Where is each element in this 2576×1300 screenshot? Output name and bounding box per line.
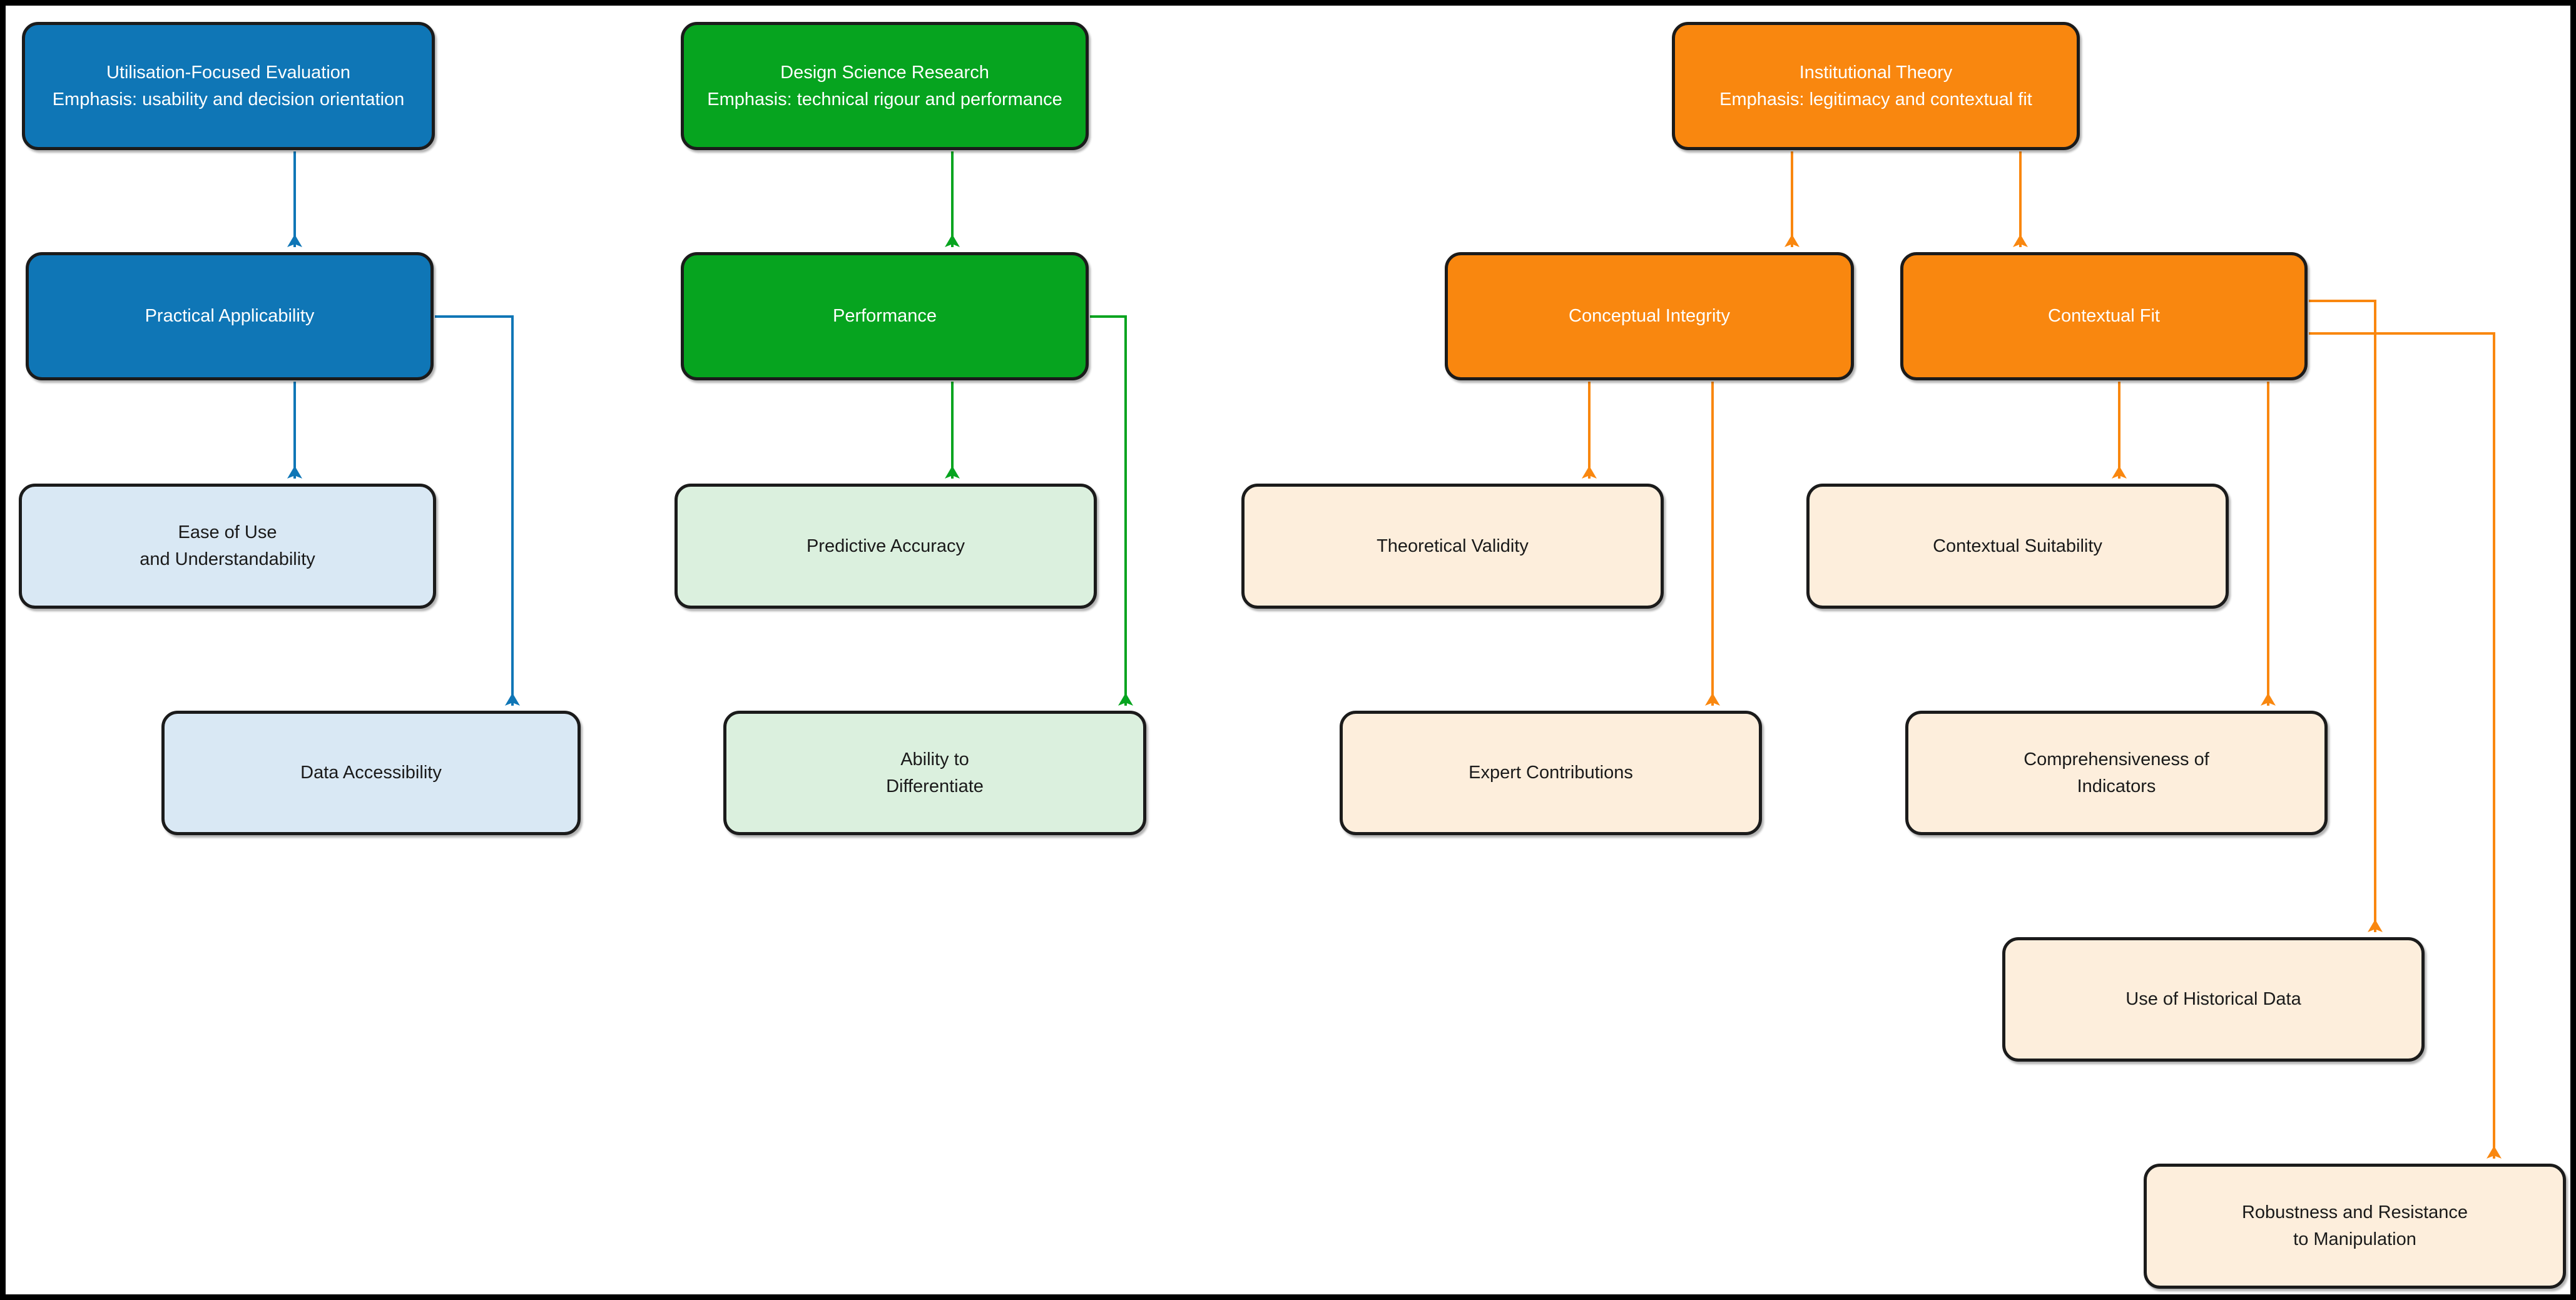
node-comprehensiveness-of-indicators-line-0: Comprehensiveness of bbox=[2024, 749, 2209, 769]
node-contextual-fit: Contextual Fit bbox=[1900, 252, 2308, 380]
node-ability-to-differentiate-label: Ability to Differentiate bbox=[735, 746, 1134, 800]
node-design-science-research-line-0: Design Science Research bbox=[780, 62, 989, 83]
node-contextual-fit-label: Contextual Fit bbox=[1912, 303, 2296, 330]
node-predictive-accuracy-line-0: Predictive Accuracy bbox=[806, 536, 965, 556]
node-utilisation-focused-evaluation-line-1: Emphasis: usability and decision orienta… bbox=[52, 89, 405, 109]
node-data-accessibility: Data Accessibility bbox=[161, 711, 581, 835]
node-data-accessibility-line-0: Data Accessibility bbox=[300, 763, 442, 783]
node-use-of-historical-data-label: Use of Historical Data bbox=[2014, 986, 2413, 1013]
node-contextual-suitability-line-0: Contextual Suitability bbox=[1933, 536, 2102, 556]
node-theoretical-validity: Theoretical Validity bbox=[1241, 484, 1664, 609]
node-data-accessibility-label: Data Accessibility bbox=[173, 759, 569, 786]
node-practical-applicability-line-0: Practical Applicability bbox=[145, 306, 315, 327]
node-comprehensiveness-of-indicators: Comprehensiveness of Indicators bbox=[1905, 711, 2328, 835]
node-predictive-accuracy: Predictive Accuracy bbox=[675, 484, 1097, 609]
node-conceptual-integrity-line-0: Conceptual Integrity bbox=[1569, 306, 1730, 327]
node-ability-to-differentiate-line-1: Differentiate bbox=[886, 776, 984, 796]
node-predictive-accuracy-label: Predictive Accuracy bbox=[686, 533, 1085, 560]
node-ability-to-differentiate: Ability to Differentiate bbox=[723, 711, 1146, 835]
node-contextual-suitability: Contextual Suitability bbox=[1806, 484, 2229, 609]
node-conceptual-integrity-label: Conceptual Integrity bbox=[1457, 303, 1842, 330]
node-conceptual-integrity: Conceptual Integrity bbox=[1445, 252, 1854, 380]
node-practical-applicability: Practical Applicability bbox=[26, 252, 434, 380]
node-robustness-and-resistance-to-manipulation-label: Robustness and Resistance to Manipulation bbox=[2156, 1199, 2554, 1253]
node-utilisation-focused-evaluation-line-0: Utilisation-Focused Evaluation bbox=[106, 62, 351, 83]
node-theoretical-validity-line-0: Theoretical Validity bbox=[1377, 536, 1529, 556]
node-contextual-fit-line-0: Contextual Fit bbox=[2048, 306, 2160, 327]
node-ease-of-use-and-understandability-line-0: Ease of Use bbox=[178, 522, 277, 543]
node-ease-of-use-and-understandability-line-1: and Understandability bbox=[140, 549, 315, 569]
node-contextual-suitability-label: Contextual Suitability bbox=[1818, 533, 2217, 560]
node-institutional-theory-line-1: Emphasis: legitimacy and contextual fit bbox=[1719, 89, 2032, 109]
node-ease-of-use-and-understandability-label: Ease of Use and Understandability bbox=[31, 519, 424, 573]
node-theoretical-validity-label: Theoretical Validity bbox=[1253, 533, 1652, 560]
node-performance-label: Performance bbox=[693, 303, 1077, 330]
node-ease-of-use-and-understandability: Ease of Use and Understandability bbox=[19, 484, 436, 609]
node-comprehensiveness-of-indicators-line-1: Indicators bbox=[2077, 776, 2156, 796]
node-practical-applicability-label: Practical Applicability bbox=[38, 303, 422, 330]
node-use-of-historical-data: Use of Historical Data bbox=[2002, 937, 2425, 1062]
node-performance: Performance bbox=[681, 252, 1089, 380]
node-robustness-and-resistance-to-manipulation-line-1: to Manipulation bbox=[2293, 1229, 2416, 1249]
node-performance-line-0: Performance bbox=[832, 306, 937, 327]
node-comprehensiveness-of-indicators-label: Comprehensiveness of Indicators bbox=[1917, 746, 2316, 800]
node-expert-contributions-line-0: Expert Contributions bbox=[1469, 763, 1633, 783]
node-robustness-and-resistance-to-manipulation: Robustness and Resistance to Manipulation bbox=[2144, 1164, 2566, 1289]
node-use-of-historical-data-line-0: Use of Historical Data bbox=[2125, 989, 2301, 1010]
node-institutional-theory-line-0: Institutional Theory bbox=[1799, 62, 1953, 83]
node-expert-contributions-label: Expert Contributions bbox=[1352, 759, 1750, 786]
node-design-science-research-line-1: Emphasis: technical rigour and performan… bbox=[707, 89, 1062, 109]
node-robustness-and-resistance-to-manipulation-line-0: Robustness and Resistance bbox=[2241, 1202, 2468, 1223]
node-ability-to-differentiate-line-0: Ability to bbox=[900, 749, 969, 769]
node-expert-contributions: Expert Contributions bbox=[1340, 711, 1762, 835]
